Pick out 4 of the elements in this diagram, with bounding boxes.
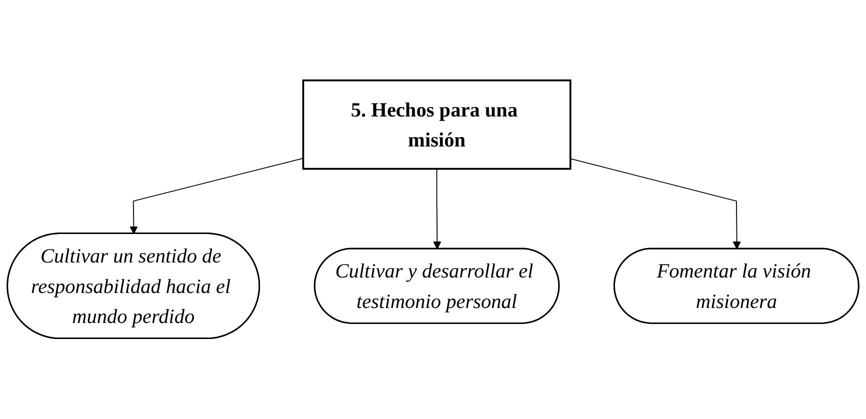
- arrow: [570, 158, 741, 250]
- arrow: [433, 168, 442, 250]
- arrow: [130, 158, 304, 234]
- node-box: 5. Hechos para una misión: [302, 80, 572, 170]
